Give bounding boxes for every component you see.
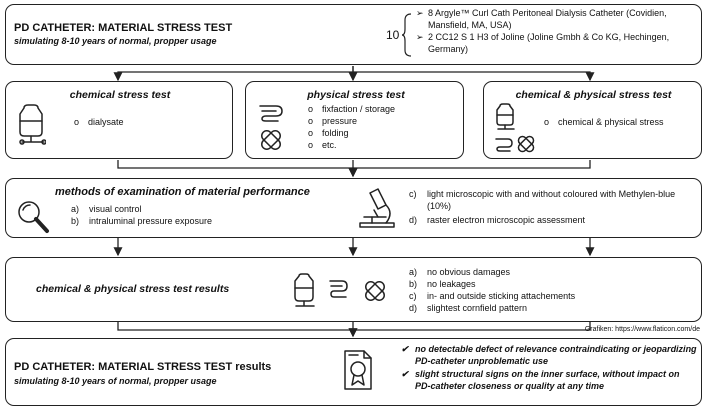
results-item: a)no obvious damages bbox=[409, 267, 511, 277]
top-item-2: ➢ 2 CC12 S 1 H3 of Joline (Joline Gmbh &… bbox=[416, 32, 670, 54]
final-item-2: ✔ slight structural signs on the inner s… bbox=[401, 369, 680, 391]
dialysis-bag-icon bbox=[496, 103, 515, 130]
final-title: PD CATHETER: MATERIAL STRESS TEST result… bbox=[14, 361, 272, 373]
coiled-catheter-icon bbox=[495, 138, 513, 152]
methods-item: d)raster electron microscopic assessment bbox=[409, 215, 586, 225]
methods-right-list: c)light microscopic with and without col… bbox=[409, 188, 697, 226]
arrowhead-bullet-icon: ➢ bbox=[416, 32, 424, 42]
chemical-item: dialysate bbox=[74, 116, 124, 128]
chemphys-title: chemical & physical stress test bbox=[515, 89, 672, 101]
arrow-results-to-final-right bbox=[353, 322, 591, 331]
physical-item: folding bbox=[308, 127, 395, 139]
chemical-list: dialysate bbox=[74, 116, 124, 128]
final-box: PD CATHETER: MATERIAL STRESS TEST result… bbox=[5, 338, 702, 406]
physical-list: fixfaction / storage pressure folding et… bbox=[308, 103, 395, 151]
top-count: 10 bbox=[386, 28, 400, 42]
physical-title: physical stress test bbox=[307, 89, 405, 101]
check-icon: ✔ bbox=[401, 344, 409, 354]
bandage-icon bbox=[365, 281, 385, 301]
methods-item: c)light microscopic with and without col… bbox=[409, 189, 676, 211]
dialysis-bag-icon bbox=[294, 273, 315, 307]
dialysis-bag-icon bbox=[19, 104, 46, 145]
results-item: d)slightest cornfield pattern bbox=[409, 303, 528, 313]
final-item-1: ✔ no detectable defect of relevance cont… bbox=[401, 344, 697, 366]
final-subtitle: simulating 8-10 years of normal, propper… bbox=[14, 376, 217, 386]
arrow-top-to-chemphys bbox=[353, 71, 595, 82]
arrow-results-to-final-left bbox=[117, 322, 358, 338]
magnifier-icon bbox=[18, 201, 49, 233]
top-subtitle: simulating 8-10 years of normal, propper… bbox=[14, 36, 217, 46]
bandage-icon bbox=[517, 135, 535, 153]
methods-box: methods of examination of material perfo… bbox=[5, 178, 702, 238]
physical-stress-box: physical stress test fixfaction / storag… bbox=[245, 81, 464, 159]
methods-title: methods of examination of material perfo… bbox=[55, 186, 310, 198]
chemphys-list: chemical & physical stress bbox=[544, 116, 664, 128]
physical-item: fixfaction / storage bbox=[308, 103, 395, 115]
results-list: a)no obvious damages b)no leakages c)in-… bbox=[409, 266, 575, 314]
results-title: chemical & physical stress test results bbox=[36, 283, 230, 295]
chemical-physical-stress-box: chemical & physical stress test chemical… bbox=[483, 81, 702, 159]
chemphys-item: chemical & physical stress bbox=[544, 116, 664, 128]
methods-left-list: a)visual control b)intraluminal pressure… bbox=[71, 203, 212, 227]
physical-item: etc. bbox=[308, 139, 395, 151]
bandage-icon bbox=[261, 130, 281, 150]
certificate-icon bbox=[344, 350, 372, 390]
check-icon: ✔ bbox=[401, 369, 409, 379]
physical-item: pressure bbox=[308, 115, 395, 127]
coiled-catheter-icon bbox=[329, 280, 348, 298]
arrow-chemical-to-methods bbox=[117, 160, 358, 178]
methods-item: a)visual control bbox=[71, 204, 142, 214]
arrow-top-to-chemical bbox=[113, 66, 354, 82]
results-item: b)no leakages bbox=[409, 279, 476, 289]
microscope-icon bbox=[359, 188, 395, 228]
curly-brace bbox=[401, 13, 412, 57]
top-item-1: ➢ 8 Argyle™ Curl Cath Peritoneal Dialysi… bbox=[416, 8, 667, 30]
top-box: PD CATHETER: MATERIAL STRESS TEST simula… bbox=[5, 4, 702, 65]
results-box: chemical & physical stress test results … bbox=[5, 257, 702, 322]
chemical-title: chemical stress test bbox=[69, 89, 171, 101]
methods-item: b)intraluminal pressure exposure bbox=[71, 216, 213, 226]
coiled-catheter-icon bbox=[259, 105, 283, 122]
results-item: c)in- and outside sticking attachements bbox=[409, 291, 576, 301]
graphics-credit: Grafiken: https://www.flaticon.com/de bbox=[584, 326, 700, 333]
chemical-stress-box: chemical stress test dialysate bbox=[5, 81, 233, 159]
arrow-chemphys-to-methods bbox=[353, 160, 591, 169]
top-title: PD CATHETER: MATERIAL STRESS TEST bbox=[14, 22, 233, 34]
arrowhead-bullet-icon: ➢ bbox=[416, 8, 424, 18]
